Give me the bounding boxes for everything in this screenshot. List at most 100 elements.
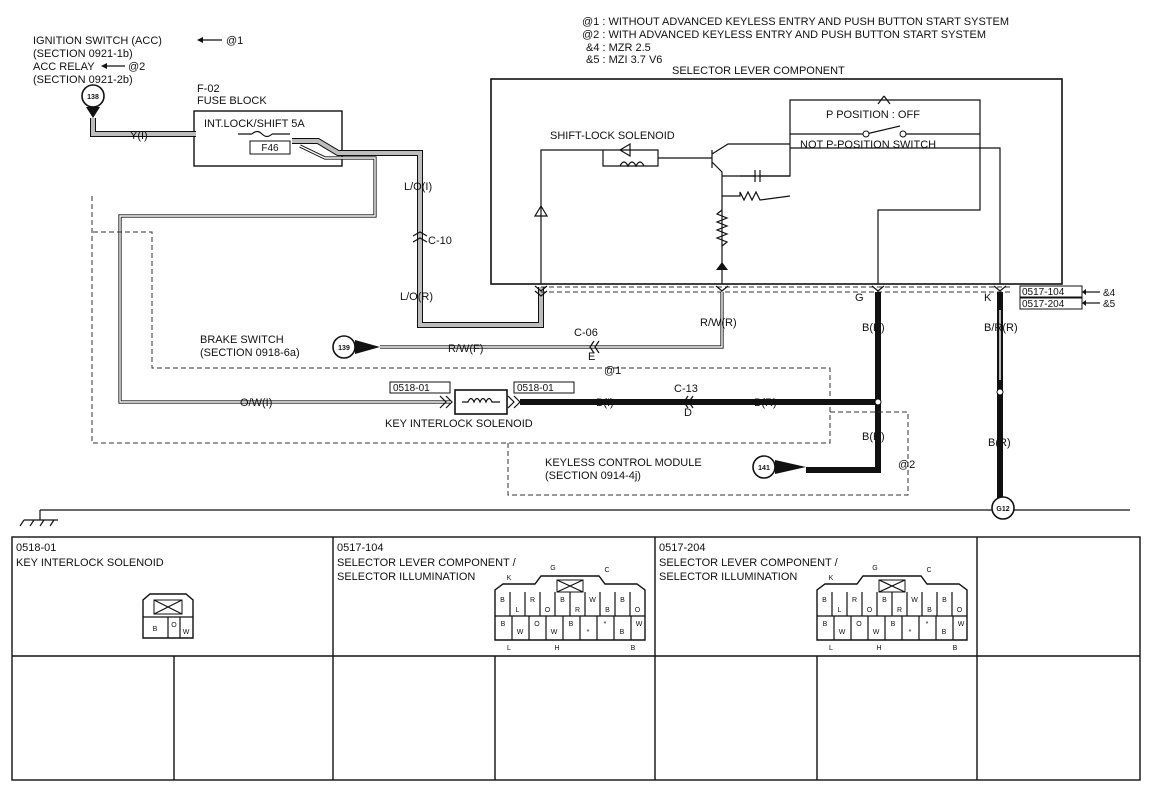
wire-rw-f: R/W(F)	[448, 343, 483, 355]
pin-r2-3: W	[551, 629, 558, 636]
note-1: @1 : WITHOUT ADVANCED KEYLESS ENTRY AND …	[582, 16, 1009, 28]
pin-r1-3: O	[545, 607, 551, 614]
resistor-icon-2	[715, 209, 729, 247]
wire-b-r-3: B(R)	[862, 431, 885, 443]
pin-r2-3: W	[873, 629, 880, 636]
wire-b-r-1: B(R)	[754, 397, 777, 409]
table-cell2-name1: SELECTOR LEVER COMPONENT /	[337, 557, 517, 569]
wire-br-r: B/R(R)	[984, 322, 1018, 334]
node-139-label: 139	[338, 345, 350, 352]
pin-r1-8: B	[620, 597, 625, 604]
fuse-id: F-02	[197, 83, 220, 95]
pin-r1-7: B	[605, 607, 610, 614]
pin-r1-2: R	[852, 597, 857, 604]
pin-r2-6: *	[604, 621, 607, 628]
pin-r2-2: O	[534, 621, 540, 628]
table-cell3-name1: SELECTOR LEVER COMPONENT /	[659, 557, 839, 569]
pin-r1-5: R	[575, 607, 580, 614]
pin-label-k: K	[507, 575, 512, 582]
pin-r1-0: B	[500, 597, 505, 604]
pin-r1-2: R	[530, 597, 535, 604]
connector-ref-5: &5	[1103, 299, 1116, 310]
connector-refs: 0517-104 &4 0517-204 &5	[1019, 285, 1116, 310]
pin-r1-6: W	[911, 597, 918, 604]
legend-notes: @1 : WITHOUT ADVANCED KEYLESS ENTRY AND …	[582, 16, 1009, 66]
shift-lock-solenoid-label: SHIFT-LOCK SOLENOID	[550, 130, 675, 142]
wire-y-i: Y(I)	[130, 130, 148, 142]
fuse-block-name: FUSE BLOCK	[197, 95, 267, 107]
connector-d: D	[684, 407, 692, 419]
pin-label-k: K	[829, 575, 834, 582]
node-141-label: 141	[758, 465, 770, 472]
node-138-label: 138	[87, 94, 99, 101]
acc-ref: @2	[128, 61, 145, 73]
not-p-switch-icon	[790, 125, 980, 135]
diode-icon	[618, 142, 631, 158]
note-4: &5 : MZI 3.7 V6	[586, 54, 662, 66]
kcm-label: KEYLESS CONTROL MODULE	[545, 457, 702, 469]
pin-r1-8: B	[942, 597, 947, 604]
kis-pin-2: O	[171, 622, 177, 629]
kis-pin-1: B	[153, 626, 158, 633]
pin-r2-8: W	[636, 621, 643, 628]
pin-r2-1: W	[517, 629, 524, 636]
pin-r1-4: B	[560, 597, 565, 604]
table-cell1-id: 0518-01	[16, 542, 56, 554]
pin-label-g: G	[872, 565, 877, 572]
ground: G12	[19, 496, 1130, 527]
pin-r2-7: B	[942, 629, 947, 636]
resistor-icon	[722, 190, 791, 202]
connector-c10: C-10	[428, 235, 452, 247]
p-position-label: P POSITION : OFF	[826, 109, 920, 121]
option-ref-2: @2	[898, 459, 915, 471]
wire-b-r-2: B(R)	[862, 322, 885, 334]
pin-r1-5: R	[897, 607, 902, 614]
ignition-switch-label: IGNITION SWITCH (ACC)	[33, 35, 162, 47]
pin-r1-9: O	[957, 607, 963, 614]
connector-arrow-icon	[86, 107, 100, 118]
kis-connector-a: 0518-01	[393, 383, 430, 394]
pin-label-l: L	[829, 645, 833, 652]
fuse-block: F-02 FUSE BLOCK INT.LOCK/SHIFT 5A F46	[193, 83, 343, 167]
option-region-2	[507, 411, 909, 496]
pin-r2-6: *	[926, 621, 929, 628]
wire-ow-i: O/W(I)	[240, 397, 272, 409]
acc-relay-label: ACC RELAY	[33, 61, 95, 73]
connector-e: E	[588, 351, 595, 363]
pin-r2-8: W	[958, 621, 965, 628]
kis-pin-3: W	[183, 629, 190, 636]
pin-r1-3: O	[867, 607, 873, 614]
wire-rw-r: R/W(R)	[700, 317, 737, 329]
power-source: IGNITION SWITCH (ACC) @1 (SECTION 0921-1…	[33, 35, 243, 118]
solenoid-coil-icon	[619, 161, 645, 168]
wire-b-i: B(I)	[596, 397, 614, 409]
capacitor-icon	[740, 170, 790, 182]
pin-r2-4: B	[891, 621, 896, 628]
pin-label-g: G	[550, 565, 555, 572]
selector-lever-component: SELECTOR LEVER COMPONENT SHIFT-LOCK SOLE…	[490, 65, 1063, 285]
pin-r2-4: B	[569, 621, 574, 628]
table-cell3-id: 0517-204	[659, 542, 706, 554]
pin-label-c: C	[604, 567, 609, 574]
kcm-section: (SECTION 0914-4j)	[545, 470, 641, 482]
table-cell2-id: 0517-104	[337, 542, 384, 554]
table-cell1-name: KEY INTERLOCK SOLENOID	[16, 557, 164, 569]
pin-label-b: B	[953, 645, 958, 652]
pin-r2-1: W	[839, 629, 846, 636]
kis-label: KEY INTERLOCK SOLENOID	[385, 418, 533, 430]
kis-connector-face: B O W	[142, 593, 194, 639]
pin-r2-5: *	[587, 629, 590, 636]
pin-label-c: C	[926, 567, 931, 574]
pin-r2-0: B	[501, 621, 506, 628]
fuse-icon	[238, 130, 290, 138]
pin-r2-0: B	[823, 621, 828, 628]
harness-bundle	[541, 286, 1010, 293]
pin-r2-7: B	[620, 629, 625, 636]
connector-c10-icon	[412, 231, 428, 243]
pin-k: K	[984, 292, 992, 304]
option-region-1	[91, 196, 831, 444]
ground-icon	[19, 510, 58, 527]
